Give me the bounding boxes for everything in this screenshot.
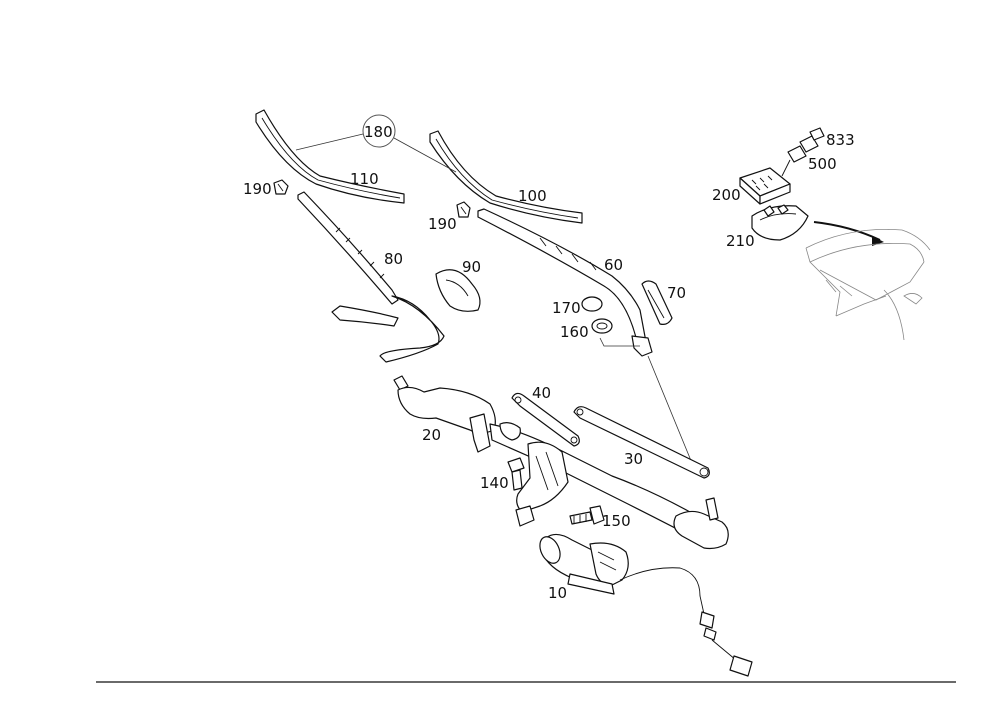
callout-70[interactable]: 70 <box>667 284 686 302</box>
callout-20[interactable]: 20 <box>422 426 441 444</box>
sensor-plug-500[interactable] <box>781 145 807 177</box>
callout-30[interactable]: 30 <box>624 450 643 468</box>
connector-833[interactable] <box>799 127 825 153</box>
callout-90[interactable]: 90 <box>462 258 481 276</box>
arm-cover-90[interactable] <box>435 269 481 312</box>
callout-833[interactable]: 833 <box>826 131 855 149</box>
link-rod-30[interactable] <box>573 406 710 479</box>
callout-180[interactable]: 180 <box>364 123 393 141</box>
callout-150[interactable]: 150 <box>602 512 631 530</box>
install-arrow-line <box>813 221 881 241</box>
windshield-sketch <box>805 229 931 341</box>
callout-60[interactable]: 60 <box>604 256 623 274</box>
callout-500[interactable]: 500 <box>808 155 837 173</box>
link-rod-40[interactable] <box>511 392 580 447</box>
callout-100[interactable]: 100 <box>518 187 547 205</box>
bolt-140[interactable] <box>507 457 525 491</box>
wiper-blade-right[interactable] <box>429 130 583 224</box>
washer-160[interactable] <box>591 318 613 334</box>
bolt-150[interactable] <box>569 505 605 525</box>
callout-170[interactable]: 170 <box>552 299 581 317</box>
callout-200[interactable]: 200 <box>712 186 741 204</box>
callout-80[interactable]: 80 <box>384 250 403 268</box>
wiper-blade-left[interactable] <box>255 109 405 204</box>
callout-40[interactable]: 40 <box>532 384 551 402</box>
leader-arm-to-pivot <box>647 355 695 469</box>
clip-190-right[interactable] <box>456 201 471 218</box>
callout-140[interactable]: 140 <box>480 474 509 492</box>
wiper-motor-10[interactable] <box>536 533 753 677</box>
seal-170[interactable] <box>581 296 603 312</box>
clip-190-left[interactable] <box>273 179 289 195</box>
callout-110[interactable]: 110 <box>350 170 379 188</box>
leader-160 <box>599 337 640 347</box>
rain-sensor-200[interactable] <box>739 167 791 205</box>
callout-10[interactable]: 10 <box>548 584 567 602</box>
callout-190-right[interactable]: 190 <box>428 215 457 233</box>
sensor-bracket-210[interactable] <box>751 204 809 241</box>
callout-160[interactable]: 160 <box>560 323 589 341</box>
callout-210[interactable]: 210 <box>726 232 755 250</box>
nut-cap-70[interactable] <box>641 280 673 325</box>
install-arrow-head <box>872 236 884 246</box>
callout-190-left[interactable]: 190 <box>243 180 272 198</box>
callout-180-marker <box>295 114 457 173</box>
wiper-frame-20[interactable] <box>393 375 729 550</box>
wiper-arm-left[interactable] <box>297 191 445 363</box>
